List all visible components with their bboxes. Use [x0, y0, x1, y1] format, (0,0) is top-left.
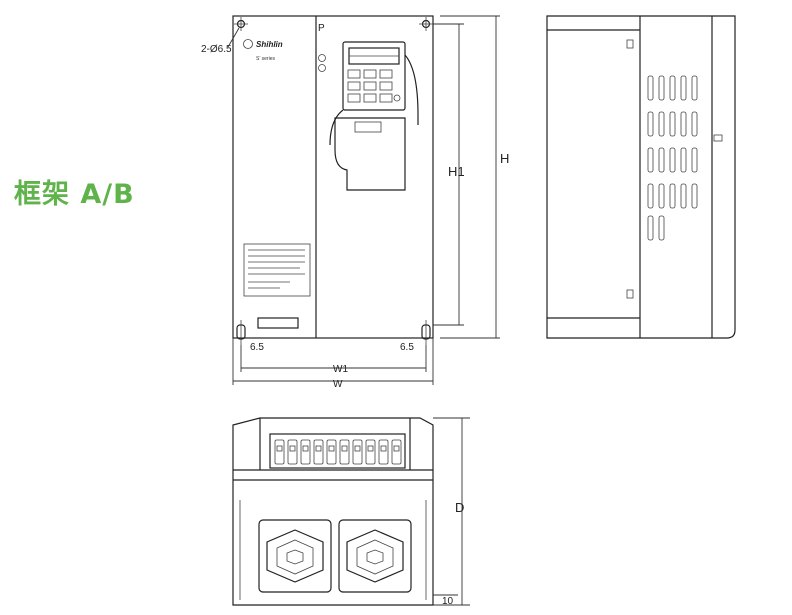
side-enclosure [546, 15, 736, 339]
vent-slot [647, 75, 654, 101]
terminal-screw [380, 445, 387, 452]
terminal-slot [365, 439, 376, 465]
terminal-screw [367, 445, 374, 452]
hole-diameter-label: 2-Ø6.5 [201, 44, 232, 55]
terminal-screw [354, 445, 361, 452]
terminal-slot [391, 439, 402, 465]
fan-left-icon [258, 519, 332, 593]
margin-left-label: 6.5 [250, 342, 264, 353]
side-view [546, 15, 736, 339]
brand-logo-icon [243, 39, 253, 49]
margin-right-label: 6.5 [400, 342, 414, 353]
vent-slot [669, 147, 676, 173]
indicator-icon [318, 64, 326, 72]
mount-hole-top-left [234, 17, 248, 31]
vent-slot [658, 75, 665, 101]
vent-slot [680, 75, 687, 101]
series-label: S’ series [256, 56, 275, 62]
nameplate-slot [257, 317, 299, 329]
depth-label: D [455, 500, 464, 515]
front-enclosure [232, 15, 434, 339]
keypad [318, 41, 419, 146]
vent-slot [658, 215, 665, 241]
vent-slot [680, 111, 687, 137]
vent-slot [680, 183, 687, 209]
terminal-cover [334, 117, 406, 191]
vent-slot [647, 215, 654, 241]
vent-slot [658, 111, 665, 137]
front-view: 2-Ø6.5 Shihlin S’ series P [201, 15, 509, 390]
width-outer-label: W [333, 379, 343, 390]
terminal-screw [276, 445, 283, 452]
terminal-slot [352, 439, 363, 465]
terminal-slot [300, 439, 311, 465]
height-inner-label: H1 [448, 164, 465, 179]
mount-hole-bottom-right [421, 320, 431, 345]
cover-latch [354, 121, 382, 133]
terminal-screw [302, 445, 309, 452]
indicator-icon [318, 54, 326, 62]
top-marker: P [318, 23, 325, 34]
terminal-screw [289, 445, 296, 452]
mount-hole-top-right [419, 17, 433, 31]
terminal-screw [315, 445, 322, 452]
fan-right-icon [338, 519, 412, 593]
height-outer-label: H [500, 151, 509, 166]
terminal-slots [274, 439, 402, 465]
width-inner-label: W1 [333, 364, 348, 375]
vent-slot [669, 111, 676, 137]
terminal-slot [339, 439, 350, 465]
vent-slot [658, 183, 665, 209]
frame-label: 框架 A/B [14, 179, 135, 210]
warning-label [243, 243, 311, 297]
vent-slot [691, 111, 698, 137]
vent-slot [680, 147, 687, 173]
terminal-slot [326, 439, 337, 465]
terminal-screw [341, 445, 348, 452]
vent-slot [691, 75, 698, 101]
terminal-slot [274, 439, 285, 465]
vent-slot [647, 147, 654, 173]
terminal-slot [313, 439, 324, 465]
terminal-screw [393, 445, 400, 452]
terminal-screw [328, 445, 335, 452]
vent-slot [658, 147, 665, 173]
foot-label: 10 [442, 596, 454, 607]
vent-slot [691, 183, 698, 209]
bottom-view: D 10 [232, 417, 470, 607]
vent-slot [669, 75, 676, 101]
terminal-block [269, 433, 406, 469]
terminal-slot [378, 439, 389, 465]
vent-slot [647, 183, 654, 209]
vent-slot [647, 111, 654, 137]
terminal-slot [287, 439, 298, 465]
vent-slot [691, 147, 698, 173]
mount-hole-bottom-left [236, 320, 246, 345]
brand-name: Shihlin [256, 40, 283, 49]
side-vent-slots [647, 75, 698, 241]
vent-slot [669, 183, 676, 209]
